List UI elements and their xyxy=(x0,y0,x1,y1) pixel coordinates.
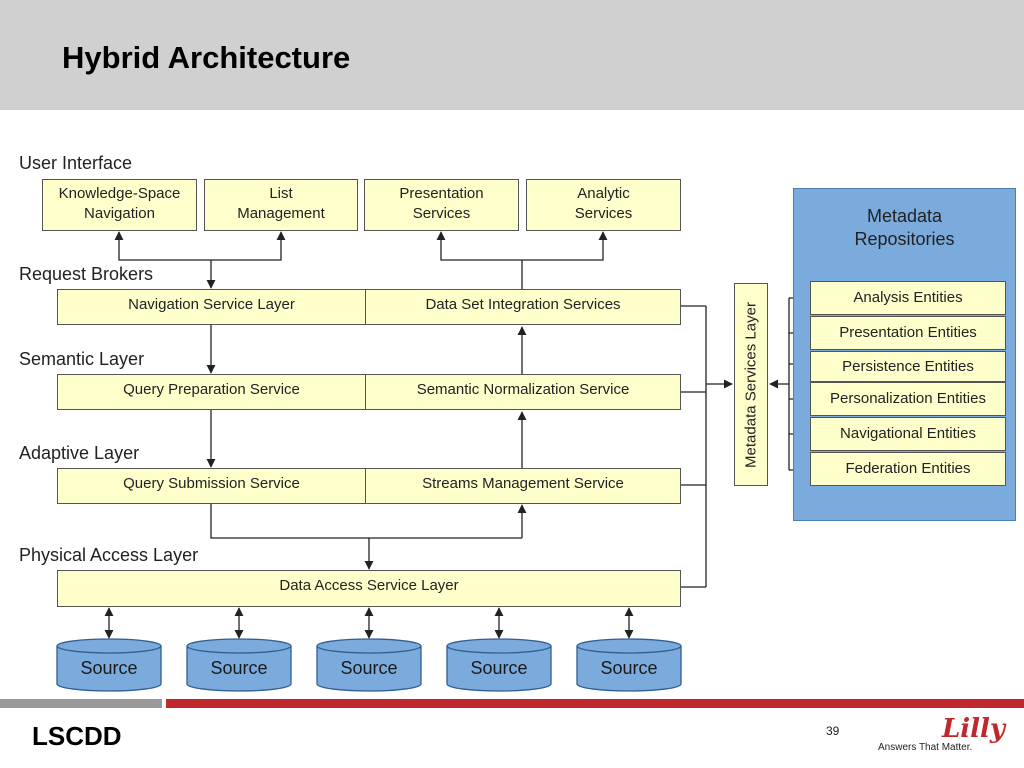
data-access-service-layer: Data Access Service Layer xyxy=(279,577,459,594)
layer-label-request-brokers: Request Brokers xyxy=(19,264,154,284)
slide-title: Hybrid Architecture xyxy=(62,40,351,75)
layer-label-user-interface: User Interface xyxy=(19,153,133,173)
source-cylinder-4 xyxy=(446,638,552,692)
lilly-logo: Lilly xyxy=(942,714,1006,744)
source-cylinder-3 xyxy=(316,638,422,692)
source-label-2: Source xyxy=(210,658,268,678)
entity-federation: Federation Entities xyxy=(810,452,1006,486)
entity-personalization: Personalization Entities xyxy=(810,382,1006,416)
footer-label: LSCDD xyxy=(32,721,122,751)
slide-header xyxy=(0,0,1024,110)
query-preparation-service: Query Preparation Service xyxy=(123,381,300,398)
source-label-5: Source xyxy=(600,658,658,678)
entity-navigational: Navigational Entities xyxy=(810,417,1006,451)
request-brokers-bar: Navigation Service Layer Data Set Integr… xyxy=(57,289,681,325)
adaptive-layer-bar: Query Submission Service Streams Managem… xyxy=(57,468,681,504)
entity-persistence: Persistence Entities xyxy=(810,351,1006,382)
metadata-repositories-title: Metadata Repositories xyxy=(854,206,955,249)
semantic-layer-bar: Query Preparation Service Semantic Norma… xyxy=(57,374,681,410)
source-cylinder-1 xyxy=(56,638,162,692)
metadata-services-layer: Metadata Services Layer xyxy=(734,283,768,486)
entity-analysis: Analysis Entities xyxy=(810,281,1006,315)
ui-analytic-services: Analytic Services xyxy=(526,179,681,231)
source-cylinder-2 xyxy=(186,638,292,692)
physical-access-bar: Data Access Service Layer xyxy=(57,570,681,607)
layer-label-adaptive: Adaptive Layer xyxy=(19,443,140,463)
ui-presentation-services: Presentation Services xyxy=(364,179,519,231)
source-label-3: Source xyxy=(340,658,398,678)
source-label-4: Source xyxy=(470,658,528,678)
data-set-integration-services: Data Set Integration Services xyxy=(365,290,680,324)
footer-red-stripe xyxy=(166,699,1024,708)
layer-label-physical: Physical Access Layer xyxy=(19,545,199,565)
entity-presentation: Presentation Entities xyxy=(810,316,1006,350)
query-submission-service: Query Submission Service xyxy=(123,475,300,492)
streams-management-service: Streams Management Service xyxy=(365,469,680,503)
brand-tagline: Answers That Matter. xyxy=(878,742,973,753)
source-cylinder-5 xyxy=(576,638,682,692)
ui-list-management: List Management xyxy=(204,179,358,231)
page-number: 39 xyxy=(826,724,840,738)
semantic-normalization-service: Semantic Normalization Service xyxy=(365,375,680,409)
metadata-services-layer-label: Metadata Services Layer xyxy=(742,301,760,468)
footer-gray-stripe xyxy=(0,699,162,708)
navigation-service-layer: Navigation Service Layer xyxy=(128,296,295,313)
layer-label-semantic: Semantic Layer xyxy=(19,349,145,369)
ui-knowledge-space-navigation: Knowledge-Space Navigation xyxy=(42,179,197,231)
source-label-1: Source xyxy=(80,658,138,678)
